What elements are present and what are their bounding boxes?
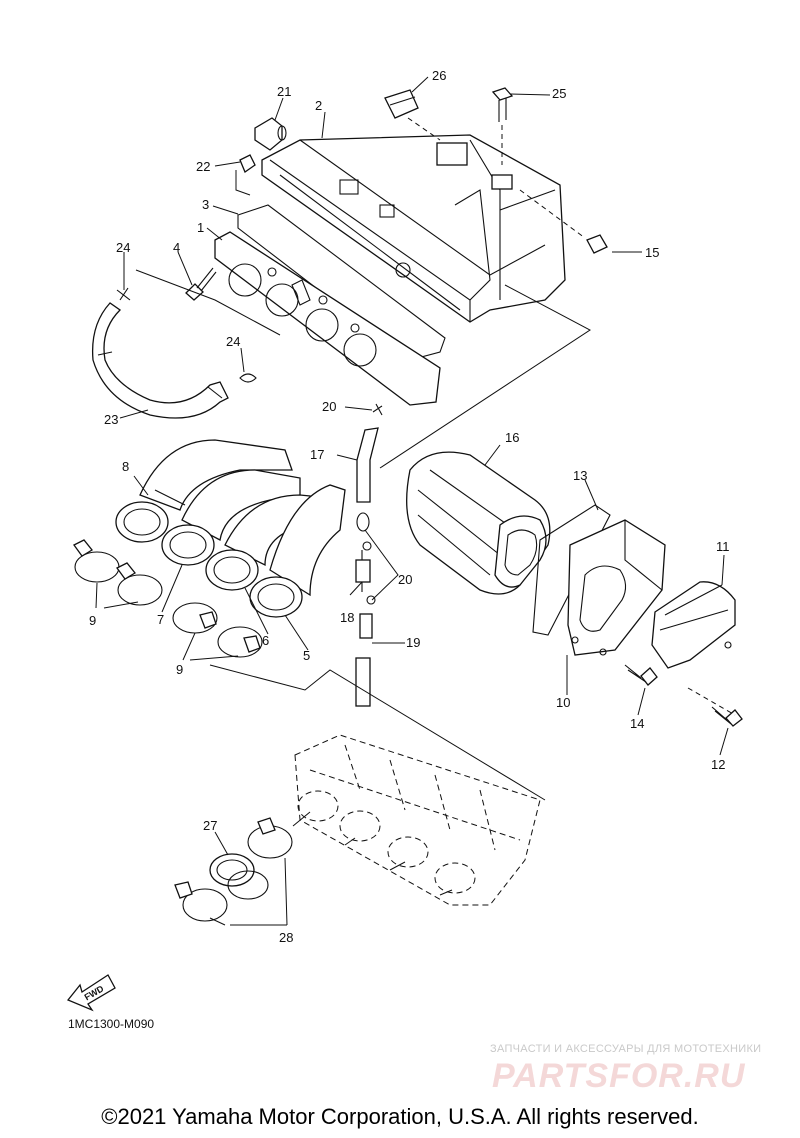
diagram-reference-code: 1MC1300-M090 [68,1017,155,1031]
callout-13: 13 [573,468,587,483]
callout-25: 25 [552,86,566,101]
callout-24b: 24 [226,334,240,349]
clip-20-top[interactable] [372,403,383,416]
hose-19[interactable] [355,613,373,707]
intake-funnel-7[interactable] [161,469,301,566]
callout-26: 26 [432,68,446,83]
callout-7: 7 [157,612,164,627]
callout-21: 21 [277,84,291,99]
clamp-28b[interactable] [174,881,228,922]
callout-27: 27 [203,818,217,833]
callout-4: 4 [173,240,180,255]
copyright-notice: ©2021 Yamaha Motor Corporation, U.S.A. A… [101,1104,699,1129]
clip-15[interactable] [586,234,608,254]
callout-20a: 20 [322,399,336,414]
callout-15: 15 [645,245,659,260]
callout-24a: 24 [116,240,130,255]
hose-joint-21[interactable] [254,117,287,151]
callout-2: 2 [315,98,322,113]
clamp-9b[interactable] [116,562,163,606]
carburetor-joint-27[interactable] [209,853,269,900]
callout-1: 1 [197,220,204,235]
callout-9a: 9 [89,613,96,628]
callout-12: 12 [711,757,725,772]
joint-plate[interactable] [214,231,441,406]
callout-20b: 20 [398,572,412,587]
intake-funnel-5[interactable] [249,484,346,618]
callout-19: 19 [406,635,420,650]
clip-20-bottom[interactable] [362,541,376,605]
callout-22: 22 [196,159,210,174]
callout-9b: 9 [176,662,183,677]
filter-case-10[interactable] [567,519,666,656]
cover-11[interactable] [651,581,736,669]
callout-23: 23 [104,412,118,427]
clamp-9c[interactable] [172,602,218,634]
throttle-body-assembly [294,734,541,906]
callout-3: 3 [202,197,209,212]
clamp-22[interactable] [239,154,256,173]
callout-28: 28 [279,930,293,945]
drain-hose-17[interactable] [356,427,379,532]
air-box-housing[interactable] [261,134,566,323]
watermark-tagline: ЗАПЧАСТИ И АКСЕССУАРЫ ДЛЯ МОТОТЕХНИКИ [490,1043,762,1055]
air-filter-element[interactable] [406,451,551,595]
callout-10: 10 [556,695,570,710]
callout-18: 18 [340,610,354,625]
callout-11: 11 [716,539,730,554]
callout-14: 14 [630,716,644,731]
screw-14[interactable] [624,664,658,686]
bolt-25[interactable] [491,87,514,122]
callout-17: 17 [310,447,324,462]
breather-hose[interactable] [91,302,229,419]
leader-lines [95,76,736,926]
clip-24b[interactable] [239,373,257,383]
clamp-28a[interactable] [247,817,293,859]
callout-5: 5 [303,648,310,663]
clamp-9a[interactable] [73,539,120,583]
callout-6: 6 [262,633,269,648]
watermark-logo: PARTSFOR.RU [492,1057,746,1095]
sensor-26[interactable] [384,89,419,119]
callout-16: 16 [505,430,519,445]
gasket[interactable] [237,204,446,361]
check-valve-18[interactable] [355,550,371,592]
intake-funnel-8[interactable] [115,439,293,543]
clip-24a[interactable] [116,287,131,301]
clamp-9d[interactable] [217,626,263,658]
screw-12[interactable] [711,706,743,727]
fwd-arrow-icon: FWD [66,974,116,1012]
callout-8: 8 [122,459,129,474]
